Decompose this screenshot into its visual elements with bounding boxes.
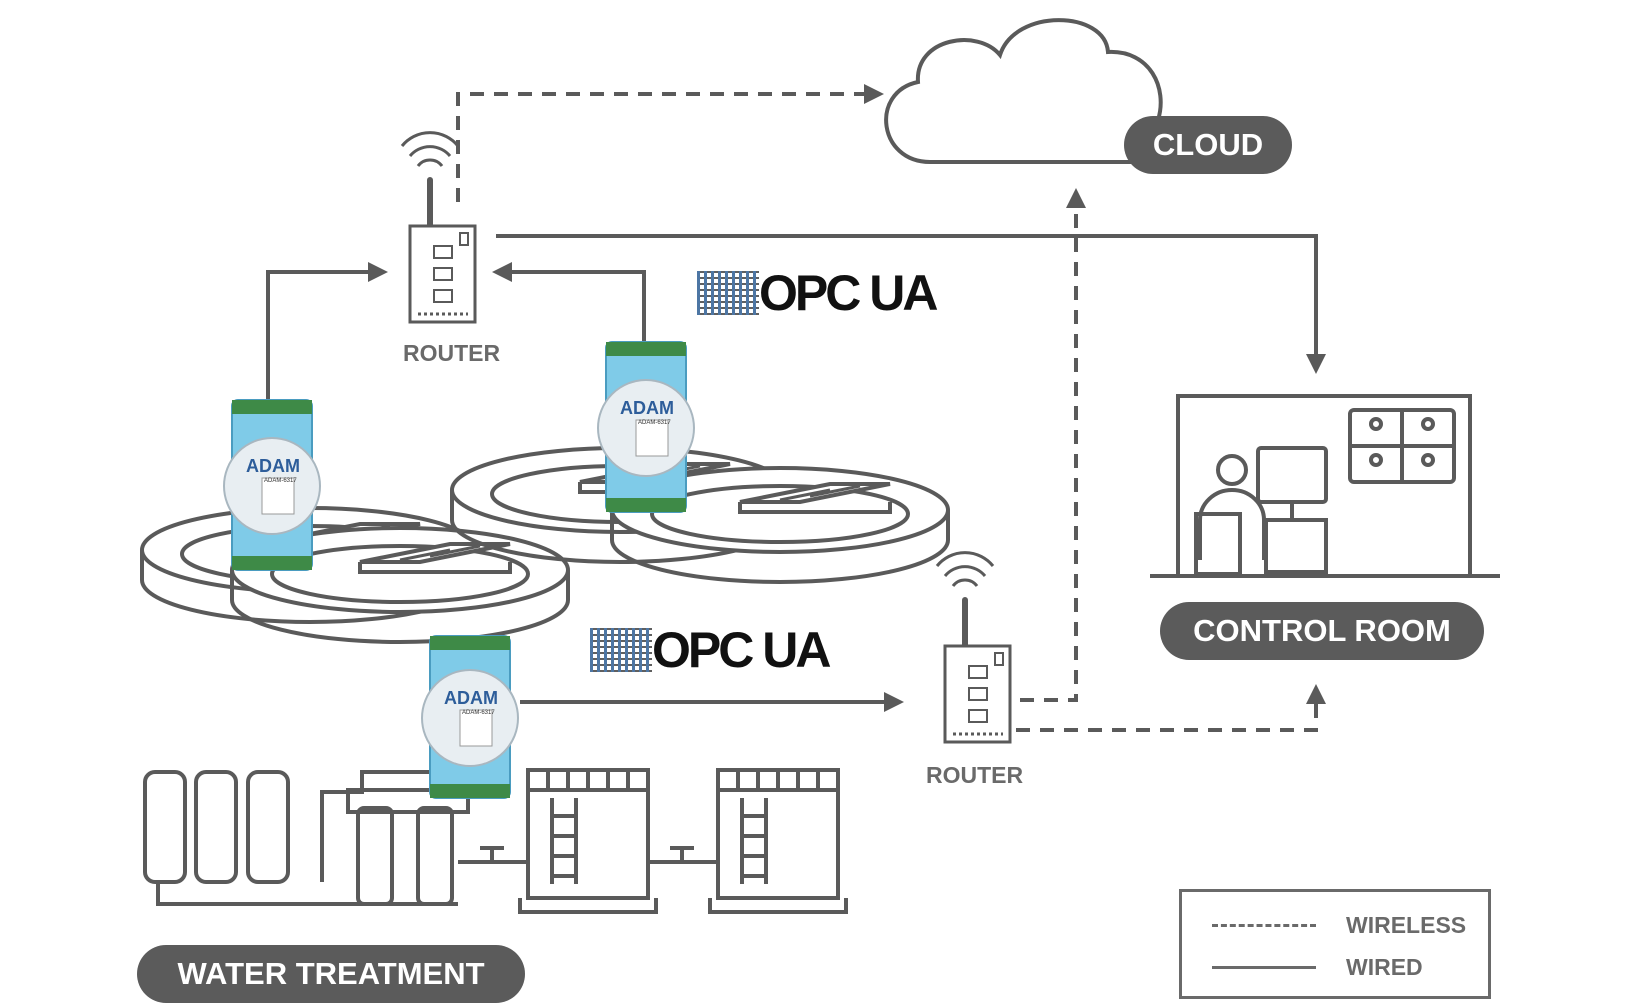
- adam-module-2-icon: ADAM ADAM-6317: [597, 341, 695, 513]
- opc-ua-pattern-icon: [590, 628, 652, 672]
- router-bottom-label: ROUTER: [926, 762, 1024, 788]
- wired-link-adam2-router: [492, 262, 646, 342]
- legend-dashed-line: [1212, 924, 1316, 927]
- cloud-icon: [884, 18, 1163, 164]
- adam-module-3-icon: ADAM ADAM-6317: [421, 635, 519, 799]
- water-treatment-plant-icon: [143, 768, 848, 914]
- router-bottom-icon: [937, 553, 1010, 742]
- legend-wireless-label: WIRELESS: [1346, 912, 1467, 938]
- control-room-label: CONTROL ROOM: [1160, 602, 1484, 660]
- opc-ua-pattern-icon: [697, 271, 759, 315]
- adam-model-text: ADAM-6317: [638, 420, 671, 426]
- control-room-icon: [1150, 394, 1500, 578]
- legend-solid-line: [1212, 966, 1316, 969]
- adam-brand-text: ADAM: [444, 688, 498, 708]
- adam-brand-text: ADAM: [620, 398, 674, 418]
- opc-ua-text: OPC UA: [759, 265, 938, 321]
- legend-wired: WIRED: [1212, 954, 1423, 981]
- adam-model-text: ADAM-6317: [462, 710, 495, 716]
- wireless-link-router2-cloud: [1020, 188, 1086, 702]
- router-top-label: ROUTER: [403, 340, 501, 366]
- legend-wireless: WIRELESS: [1212, 912, 1466, 939]
- wireless-link-router-cloud: [456, 84, 884, 202]
- water-treatment-label: WATER TREATMENT: [137, 945, 525, 1003]
- legend-wired-label: WIRED: [1346, 954, 1423, 980]
- adam-module-1-icon: ADAM ADAM-6317: [223, 399, 321, 571]
- legend: WIRELESS WIRED: [1179, 889, 1491, 999]
- opc-ua-logo-bottom: OPC UA: [590, 622, 831, 678]
- adam-model-text: ADAM-6317: [264, 478, 297, 484]
- cloud-label: CLOUD: [1124, 116, 1292, 174]
- wired-link-adam1-router: [266, 262, 388, 400]
- wireless-link-router2-control: [1016, 684, 1326, 732]
- opc-ua-text: OPC UA: [652, 622, 831, 678]
- opc-ua-logo-top: OPC UA: [697, 265, 938, 321]
- wired-link-router-control: [496, 234, 1326, 374]
- adam-brand-text: ADAM: [246, 456, 300, 476]
- router-top-icon: [402, 133, 475, 322]
